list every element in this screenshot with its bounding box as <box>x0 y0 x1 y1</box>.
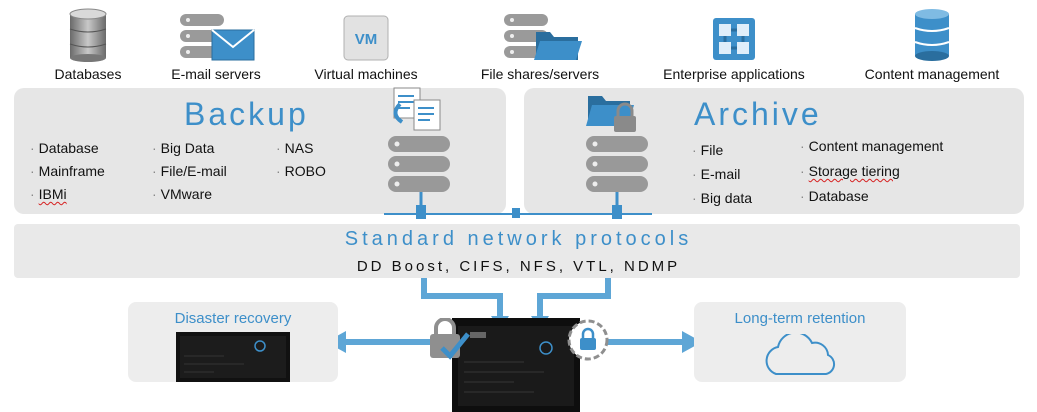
archive-item: Big data <box>692 190 752 206</box>
long-term-retention-title: Long-term retention <box>734 310 866 327</box>
dr-appliance-icon <box>176 332 290 382</box>
archive-item: File <box>692 142 724 158</box>
archive-item: Database <box>800 188 869 204</box>
content-management-icon <box>914 9 950 61</box>
network-band <box>14 224 1020 278</box>
source-label: File shares/servers <box>480 66 600 82</box>
file-server-icon <box>504 14 582 60</box>
source-enterprise-applications: Enterprise applications <box>646 6 822 82</box>
source-virtual-machines: VM Virtual machines <box>286 6 446 82</box>
source-file-shares: File shares/servers <box>460 6 620 82</box>
source-content-management: Content management <box>852 6 1012 82</box>
secure-check-icon <box>430 318 470 360</box>
source-email-servers: E-mail servers <box>136 6 296 82</box>
vm-badge: VM <box>355 31 378 48</box>
archive-title: Archive <box>694 96 822 132</box>
backup-item: NAS <box>276 140 314 156</box>
source-label: E-mail servers <box>171 66 261 82</box>
archive-item: Content management <box>800 138 944 154</box>
disaster-recovery-panel: Disaster recovery <box>128 302 338 382</box>
backup-item: Mainframe <box>30 163 105 179</box>
source-label: Virtual machines <box>314 66 418 82</box>
backup-item: VMware <box>152 186 212 202</box>
encryption-cycle-icon <box>567 319 609 361</box>
source-label: Databases <box>54 66 122 82</box>
archive-item-text: Storage tiering <box>808 163 900 179</box>
backup-item: IBMi <box>30 186 67 202</box>
backup-item: ROBO <box>276 163 326 179</box>
archive-server-icon <box>586 96 648 192</box>
network-protocols: DD Boost, CIFS, NFS, VTL, NDMP <box>356 258 681 275</box>
source-label: Enterprise applications <box>663 66 805 82</box>
cloud-icon <box>765 334 836 375</box>
backup-item: File/E-mail <box>152 163 227 179</box>
protection-storage-appliance-icon <box>452 318 580 412</box>
archive-item: Storage tiering <box>800 163 900 179</box>
backup-title: Backup <box>184 96 309 132</box>
backup-item: Big Data <box>152 140 215 156</box>
source-databases: Databases <box>8 6 168 82</box>
archive-item: E-mail <box>692 166 741 182</box>
enterprise-app-icon <box>713 18 755 60</box>
network-title: Standard network protocols <box>344 228 693 250</box>
backup-server-icon <box>388 87 450 192</box>
database-icon <box>69 8 107 62</box>
source-label: Content management <box>864 66 1000 82</box>
backup-item-text: IBMi <box>38 186 67 202</box>
virtual-machine-icon: VM <box>343 15 389 61</box>
disaster-recovery-title: Disaster recovery <box>174 310 292 327</box>
email-server-icon <box>180 14 255 61</box>
backup-item: Database <box>30 140 99 156</box>
long-term-retention-panel: Long-term retention <box>694 302 906 382</box>
